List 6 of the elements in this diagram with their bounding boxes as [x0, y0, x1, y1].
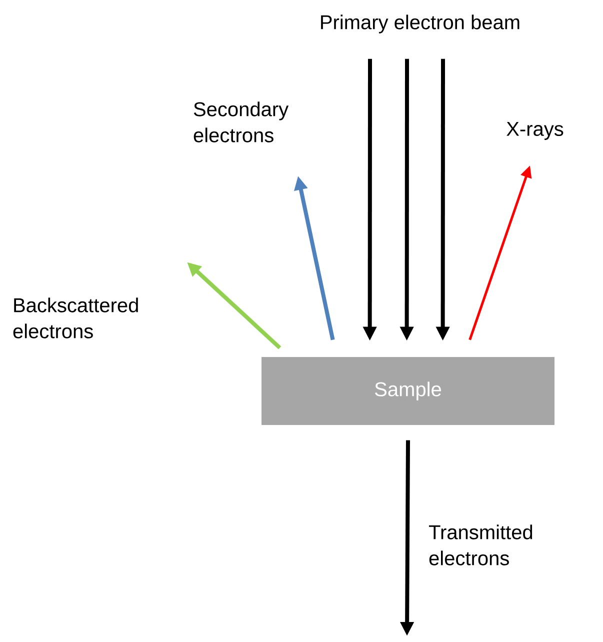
- text-label: Secondary electrons: [194, 102, 289, 142]
- text-label: Backscattered electrons: [13, 298, 138, 338]
- text-label: X-rays: [506, 122, 564, 140]
- edge-label: Transmitted electrons: [429, 524, 532, 566]
- sample-box: Sample: [262, 357, 554, 425]
- beam-label: Primary electron beam: [321, 14, 520, 34]
